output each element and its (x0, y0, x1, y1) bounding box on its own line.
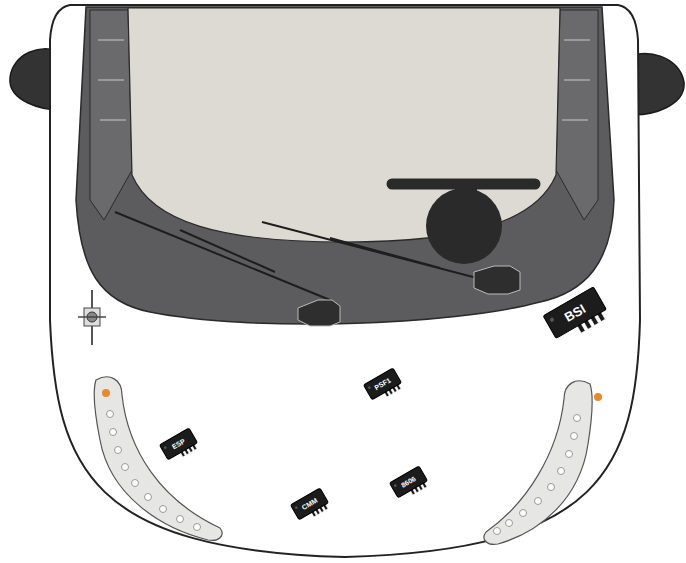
chip-dot (367, 385, 371, 389)
left-pillar (90, 10, 132, 220)
wiper-motor (298, 300, 340, 326)
horn-symbol (78, 290, 106, 345)
chip-body (364, 368, 402, 400)
left-wiper (115, 212, 330, 300)
right-pillar (556, 10, 598, 220)
windshield-frame (76, 7, 614, 324)
steering-hub (426, 188, 502, 264)
turn-signal (594, 393, 602, 401)
right-wiper (262, 222, 500, 284)
right-headlight (484, 381, 592, 545)
wiper-motor (474, 266, 520, 294)
car-body (50, 5, 640, 557)
headlight-leds (107, 411, 581, 535)
chip-body (390, 466, 428, 498)
chip-dot (393, 483, 397, 487)
chip-body (543, 286, 606, 338)
chip-dot (163, 445, 167, 449)
chip-body (160, 428, 198, 460)
chip-body (291, 488, 329, 520)
left-headlight (94, 377, 222, 541)
chip-dot (549, 316, 555, 322)
turn-signal (102, 389, 110, 397)
chip-dot (294, 505, 298, 509)
